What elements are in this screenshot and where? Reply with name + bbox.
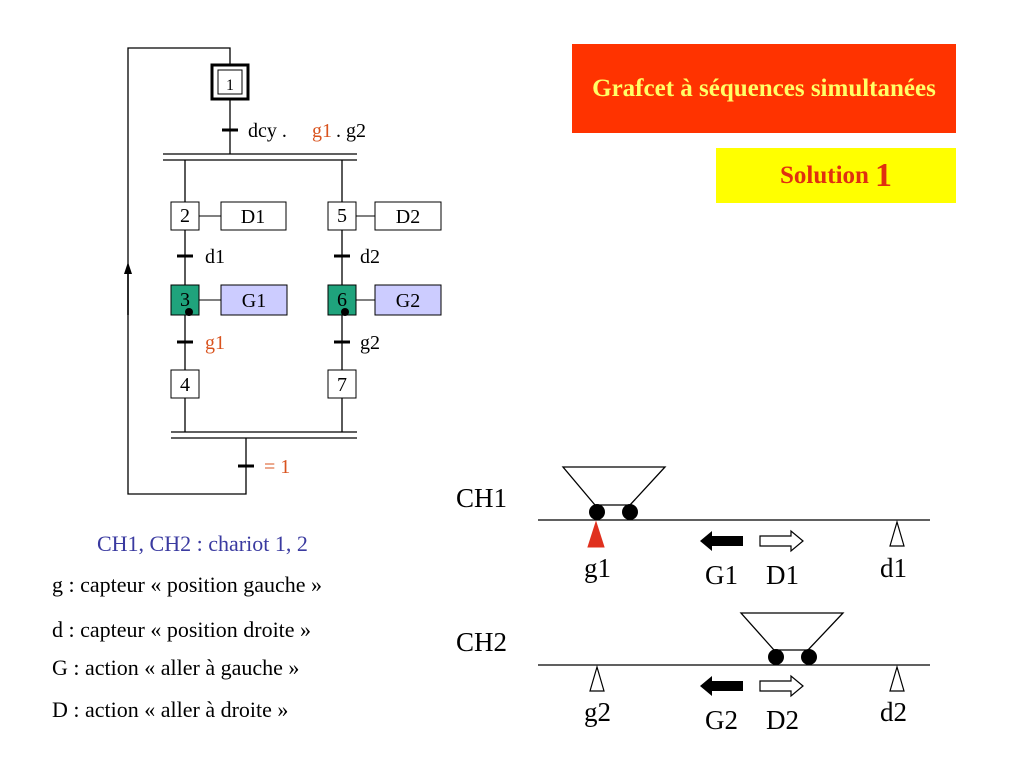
step-6-box [327,284,357,316]
step-6-token-icon [341,308,349,316]
action-G2-label: G2 [396,290,420,312]
transition-final-label: = 1 [264,456,290,478]
action-G2-box [374,284,442,316]
sensor-d2-label: d2 [880,697,907,727]
arrow-left-G2-icon [700,676,743,696]
action-D1-box [220,201,287,231]
arrow-left-G1-icon [700,531,743,551]
step-3-token-icon [185,308,193,316]
arrow-right-D1-icon [759,529,804,553]
cart-2-wheel-right [801,649,817,665]
step-7-box [327,369,357,399]
cart-1-wheel-right [622,504,638,520]
sensor-d1-icon [889,519,905,547]
legend-line-g: g : capteur « position gauche » [52,572,323,597]
transition-d2-label: d2 [360,246,380,268]
sensor-g2-icon [589,664,605,692]
action-D2-label: D2 [396,206,420,228]
action-G1-box [220,284,288,316]
action-D2-track-label: D2 [766,705,799,735]
action-D1-label: D1 [241,206,265,228]
step-1-inner [217,69,243,95]
action-G1-track-label: G1 [705,560,738,590]
solution-banner: Solution 1 [716,148,956,203]
legend-line-D: D : action « aller à droite » [52,697,289,722]
step-5-number: 5 [337,205,347,227]
step-4-box [170,369,200,399]
arrow-right-D2-icon [759,674,804,698]
sensor-g1-label: g1 [584,553,611,583]
transition-g1-label: g1 [205,332,225,354]
title-text: Grafcet à séquences simultanées [592,75,936,102]
solution-number: 1 [874,156,892,194]
step-5-box [327,201,357,231]
transition-g2-label: g2 [360,332,380,354]
cart-1-body [561,466,667,506]
transition-d1-label: d1 [205,246,225,268]
sensor-g1-icon [587,520,605,548]
action-G1-label: G1 [242,290,266,312]
sensor-d1-label: d1 [880,553,907,583]
transition-1-label-a: dcy . [248,120,287,142]
step-2-number: 2 [180,205,190,227]
sensor-d2-icon [889,664,905,692]
title-banner: Grafcet à séquences simultanées [572,44,956,133]
step-3-number: 3 [180,289,190,311]
legend-title: CH1, CH2 : chariot 1, 2 [97,531,308,556]
action-G2-track-label: G2 [705,705,738,735]
sensor-g2-label: g2 [584,697,611,727]
cart-1-wheel-left [589,504,605,520]
track-ch1-label: CH1 [456,483,507,513]
step-6-number: 6 [337,289,347,311]
loop-back-line [127,47,247,495]
legend-line-d: d : capteur « position droite » [52,617,312,642]
legend-line-G: G : action « aller à gauche » [52,655,300,680]
solution-label: Solution [780,161,869,189]
step-7-number: 7 [337,374,347,396]
action-D1-track-label: D1 [766,560,799,590]
step-4-number: 4 [180,374,190,396]
action-D2-box [374,201,442,231]
loop-arrow-icon [124,262,132,274]
cart-2-body [739,612,845,651]
step-3-box [170,284,200,316]
step-2-box [170,201,200,231]
track-ch2-label: CH2 [456,627,507,657]
transition-1-label-c: . g2 [336,120,366,142]
cart-2-wheel-left [768,649,784,665]
transition-1-label-b: g1 [312,120,332,142]
step-1-number: 1 [226,77,234,94]
